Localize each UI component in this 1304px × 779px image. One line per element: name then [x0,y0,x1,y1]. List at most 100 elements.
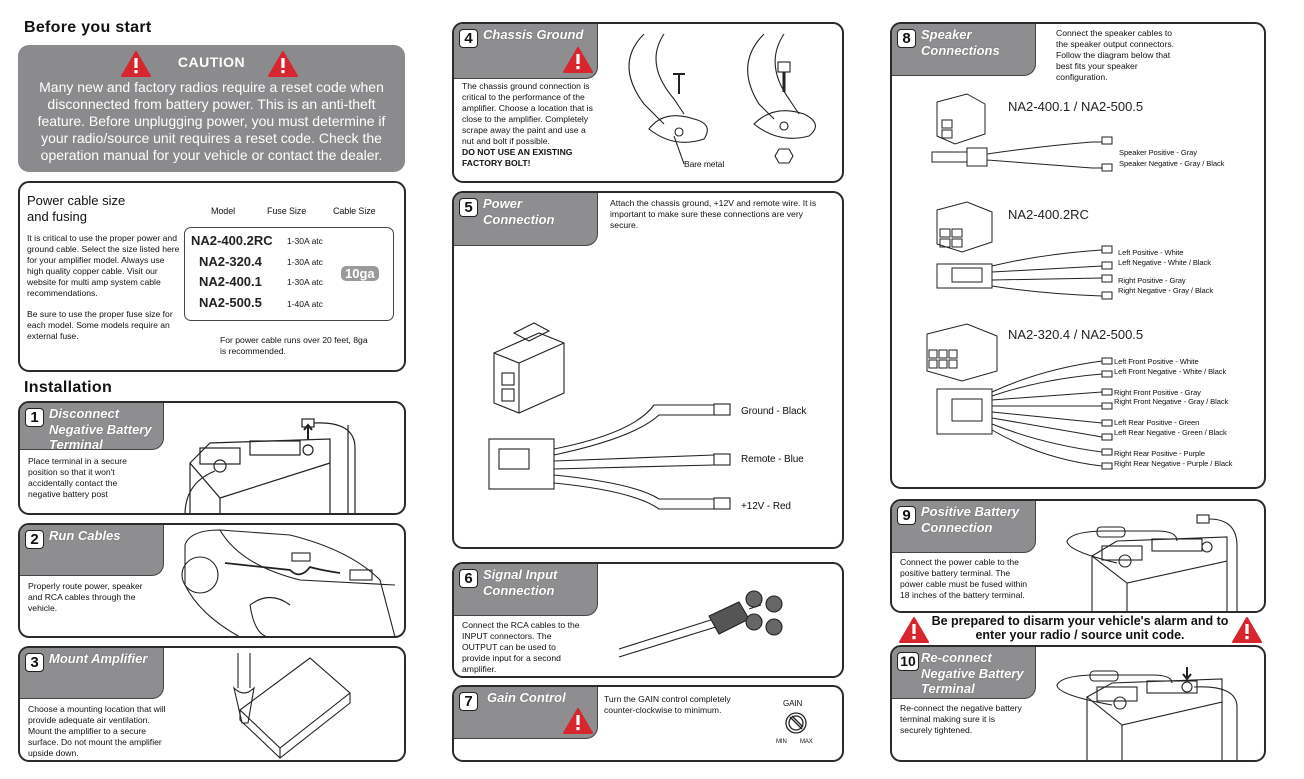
warning-icon [1232,617,1262,643]
step-number: 9 [897,506,916,525]
step-header: 5 Power Connection [454,193,598,246]
step-4-panel: 4 Chassis Ground The chassis ground conne… [452,22,844,183]
wire-label: Right Front Positive - Gray [1114,388,1201,397]
step-title: Run Cables [49,528,121,543]
power-cable-panel: Power cable size and fusing It is critic… [18,181,406,372]
warning-icon [899,617,929,643]
step-text: The chassis ground connection is critica… [462,81,593,168]
power-connector-illustration [488,322,731,510]
step-text: Re-connect the negative battery terminal… [900,703,1022,735]
wire-label: Left Rear Negative - Green / Black [1114,428,1227,437]
step-title: Re-connect Negative Battery Terminal [921,650,1024,696]
step-7-panel: 7 Gain Control Turn the GAIN control comp… [452,685,844,762]
wire-label: Right Negative - Gray / Black [1118,286,1214,295]
model-label: NA2-400.2RC [1008,207,1089,222]
step-2-panel: 2 Run Cables Properly route power, speake… [18,523,406,638]
wire-label: Right Rear Positive - Purple [1114,449,1205,458]
step-title: Positive Battery Connection [921,504,1020,535]
gain-label: GAIN [783,699,803,708]
warning-icon [563,47,593,73]
wire-label: Remote - Blue [741,454,804,465]
amplifier-illustration [233,653,351,759]
caution-box: CAUTION Many new and factory radios requ… [18,45,405,172]
wire-label: Left Front Positive - White [1114,357,1199,366]
step-header: 4 Chassis Ground [454,24,598,79]
battery-illustration [184,418,356,513]
step-text: Connect the speaker cables to the speake… [1056,28,1175,82]
step-8-panel: 8 Speaker Connections Connect the speaker… [890,22,1266,489]
step-1-panel: 1 Disconnect Negative Battery Terminal Pl… [18,401,406,515]
warning-icon [268,51,298,77]
step-number: 8 [897,29,916,48]
col-cable: Cable Size [333,206,376,216]
model-label: NA2-320.4 / NA2-500.5 [1008,327,1144,342]
step-header: 1 Disconnect Negative Battery Terminal [20,403,164,452]
wire-label: Speaker Positive - Gray [1119,148,1197,157]
chassis-ground-illustration [628,33,816,165]
step-text: Turn the GAIN control completely counter… [604,694,731,715]
battery-illustration [1066,514,1238,611]
step-title: Disconnect Negative Battery Terminal [49,406,152,452]
max-label: MAX [800,739,813,745]
battery-illustration [1056,667,1238,760]
step-title: Gain Control [487,690,566,705]
wire-label: Left Rear Positive - Green [1114,418,1200,427]
wire-label: Right Positive - Gray [1118,276,1186,285]
step-text: Properly route power, speaker and RCA ca… [28,581,143,613]
power-cable-text: It is critical to use the proper power a… [27,233,180,298]
col-fuse: Fuse Size [267,206,307,216]
wire-label: Left Front Negative - White / Black [1114,367,1227,376]
step-header: 8 Speaker Connections [892,24,1036,76]
rca-illustration [618,590,783,658]
step-number: 7 [459,692,478,711]
fuse-text: Be sure to use the proper fuse size for … [27,309,173,341]
gain-knob[interactable] [784,711,808,735]
step-number: 1 [25,408,44,427]
cable-note: For power cable runs over 20 feet, 8ga i… [220,335,368,356]
wire-label: Speaker Negative - Gray / Black [1119,159,1225,168]
car-illustration [181,529,396,636]
speaker-wiring-diagram [926,93,1113,470]
step-title: Speaker Connections [921,27,1000,58]
step-number: 10 [897,652,919,671]
step-number: 5 [459,198,478,217]
caution-title: CAUTION [177,54,246,70]
alarm-warning-text: Be prepared to disarm your vehicle's ala… [931,614,1229,642]
step-number: 2 [25,530,44,549]
warning-icon [563,708,593,734]
before-heading: Before you start [24,19,152,36]
caution-text: Many new and factory radios require a re… [37,79,386,163]
step-number: 4 [459,29,478,48]
wire-label: +12V - Red [741,501,791,512]
col-model: Model [211,206,236,216]
step-text: Choose a mounting location that will pro… [28,704,166,758]
wire-label: Right Front Negative - Gray / Black [1114,397,1229,406]
bare-metal-callout: Bare metal [684,159,725,169]
power-cable-title: Power cable size and fusing [27,193,126,224]
step-title: Power Connection [483,196,555,227]
step-5-panel: 5 Power Connection Attach the chassis gro… [452,191,844,549]
installation-heading: Installation [24,379,113,396]
step-header: 9 Positive Battery Connection [892,501,1036,553]
wire-label: Left Negative - White / Black [1118,258,1211,267]
step-text: Attach the chassis ground, +12V and remo… [610,198,817,230]
step-warning-text: DO NOT USE AN EXISTING FACTORY BOLT! [462,147,573,168]
step-title: Chassis Ground [483,27,584,42]
step-number: 3 [25,653,44,672]
wire-label: Left Positive - White [1118,248,1184,257]
step-text: Place terminal in a secure position so t… [28,456,127,499]
model-label: NA2-400.1 / NA2-500.5 [1008,99,1144,114]
step-number: 6 [459,569,478,588]
